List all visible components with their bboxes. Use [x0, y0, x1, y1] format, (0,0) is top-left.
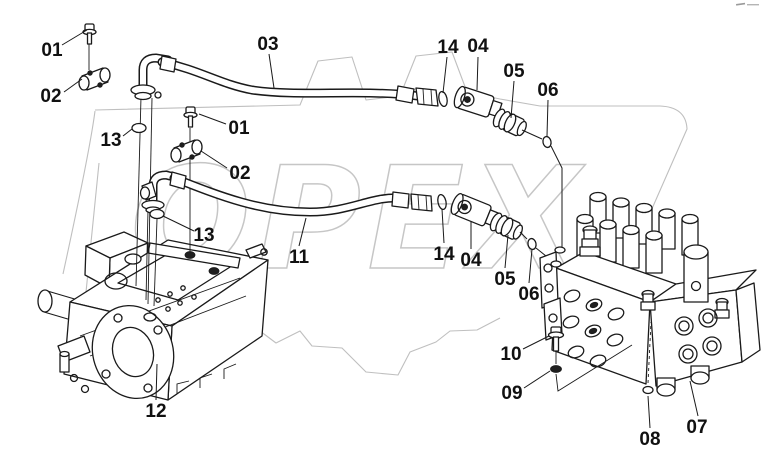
callout-13-upper: 13 [100, 130, 121, 151]
o-ring-13-upper [131, 122, 147, 134]
leader-03-hose [268, 53, 275, 89]
leader-04-upper [476, 56, 479, 91]
leader-13-upper [122, 128, 133, 137]
leader-01-mid [198, 113, 227, 125]
callout-06-lower: 06 [518, 284, 539, 305]
connector-05-lower [489, 212, 524, 240]
hose03-end-nut [415, 87, 439, 107]
hose-11 [169, 171, 410, 217]
control-valve [539, 191, 761, 397]
mounting-bolt-10 [547, 326, 565, 352]
callout-05-upper: 05 [503, 61, 525, 82]
leader-08-oring [647, 395, 651, 429]
hydraulic-pump [37, 231, 269, 401]
hose11-end-nut [410, 193, 433, 212]
callout-04-upper: 04 [467, 36, 489, 57]
link-line-upper-b [550, 145, 563, 248]
leader-05-upper [510, 80, 515, 119]
leader-01-upper-left [61, 29, 88, 46]
valve-feet [656, 365, 710, 397]
callout-02-upper-left: 02 [40, 86, 61, 107]
o-ring-08 [642, 385, 654, 395]
link-line-upper-a [521, 129, 543, 140]
callout-05-lower: 05 [494, 269, 516, 290]
elbow-fitting-hose11 [139, 170, 183, 214]
callout-09-washer: 09 [501, 383, 522, 404]
pump-port [208, 267, 220, 275]
o-ring-13-mid [149, 208, 165, 220]
mounting-hardware [547, 321, 654, 395]
leader-09-washer [523, 370, 551, 389]
pipe-clamp-mid [170, 139, 203, 163]
leader-10-bolt [522, 335, 550, 350]
leader-02-upper-left [63, 78, 83, 93]
callout-06-upper: 06 [537, 80, 558, 101]
callout-01-upper-left: 01 [41, 40, 63, 61]
leader-07-valve [689, 380, 699, 417]
link-line-lower-a [519, 231, 528, 240]
leader-02-mid [200, 150, 228, 169]
callout-04-lower: 04 [460, 250, 482, 271]
leader-14-lower [441, 208, 445, 244]
elbow-fitting-hose03 [130, 53, 173, 101]
o-ring-06-upper [542, 135, 552, 149]
valve-inlet-port-lower [550, 260, 562, 268]
leader-13-mid [162, 215, 195, 232]
relief-valve-right [714, 297, 730, 319]
leader-05-lower [504, 234, 509, 269]
callout-10-bolt: 10 [500, 344, 521, 365]
valve-inlet-port-upper [554, 246, 566, 254]
relief-valve-left [579, 225, 601, 257]
flange-bolt-mid [183, 106, 198, 128]
leader-06-lower [528, 248, 533, 284]
corner-mark [736, 2, 759, 6]
o-ring-06-lower [527, 237, 537, 251]
valve-front-ports [562, 289, 722, 368]
leader-12-pump [155, 363, 158, 401]
pipe-clamp-upper [78, 67, 111, 91]
callout-08-oring: 08 [639, 429, 660, 450]
connector-05-upper [492, 108, 527, 137]
leader-06-upper [546, 99, 549, 137]
oring-08-guide-line [647, 321, 652, 384]
relief-valve-mid [640, 289, 656, 311]
leader-11-hose [298, 217, 307, 247]
callout-14-lower: 14 [433, 244, 455, 265]
o-ring-14-lower [437, 193, 447, 211]
hose-03 [157, 55, 423, 104]
callout-13-mid: 13 [193, 225, 214, 246]
callout-11-hose: 11 [289, 247, 310, 268]
leader-14-upper [442, 56, 448, 94]
callout-02-mid: 02 [229, 163, 250, 184]
callout-12-pump: 12 [145, 401, 166, 422]
callout-14-upper: 14 [437, 37, 459, 58]
adapter-fitting-04-lower [450, 193, 500, 227]
valve-tall-cylinder [683, 244, 709, 303]
callout-07-valve: 07 [686, 417, 707, 438]
o-ring-14-upper [438, 90, 448, 108]
callout-01-mid: 01 [228, 118, 250, 139]
washer-09 [550, 365, 562, 373]
callout-03-hose: 03 [257, 34, 278, 55]
